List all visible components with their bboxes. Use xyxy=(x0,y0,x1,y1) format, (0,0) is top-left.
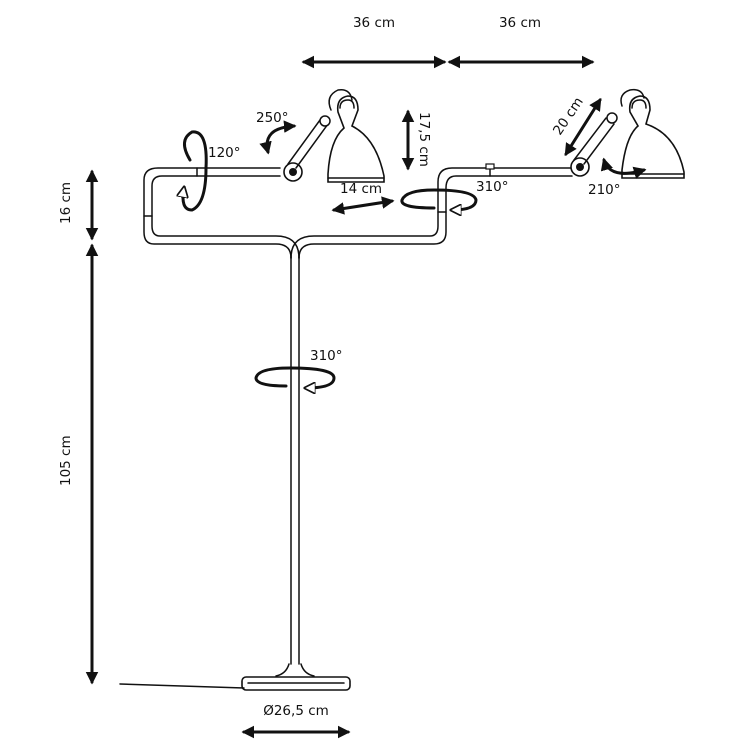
shade-tilt-right-label: 210° xyxy=(588,182,621,198)
dimension-arrows xyxy=(85,55,602,739)
shade-width-label: 14 cm xyxy=(340,181,382,197)
stem-swivel-label: 310° xyxy=(310,348,343,364)
rotation-arrow-icon xyxy=(259,120,297,155)
left-branch-inner xyxy=(151,175,300,259)
left-lamp-head xyxy=(283,88,385,183)
left-branch xyxy=(143,167,292,259)
reach-right-label: 36 cm xyxy=(499,15,541,31)
rotation-arrow-icon xyxy=(400,188,478,210)
right-lamp-head xyxy=(570,88,685,179)
reach-left-label: 36 cm xyxy=(353,15,395,31)
lamp-shade-icon xyxy=(621,95,685,179)
arm-swivel-right-label: 310° xyxy=(476,179,509,195)
dimension-labels: 36 cm 36 cm 120° 250° 17,5 cm 20 cm 14 c… xyxy=(58,15,621,719)
rotation-arrows xyxy=(183,120,647,388)
shade-height-label: 17,5 cm xyxy=(416,112,432,167)
arm-rotation-left-label: 120° xyxy=(208,145,241,161)
stem xyxy=(290,254,300,665)
right-branch-inner xyxy=(298,175,573,259)
right-branch xyxy=(290,167,573,259)
lamp-structure xyxy=(119,88,685,691)
base-diameter-label: Ø26,5 cm xyxy=(263,703,329,719)
rotation-arrow-icon xyxy=(600,157,647,179)
lower-height-label: 105 cm xyxy=(58,435,74,486)
shade-tilt-left-label: 250° xyxy=(256,110,289,126)
double-arrow-icon xyxy=(564,97,602,157)
lamp-base-icon xyxy=(119,663,351,691)
lamp-shade-icon xyxy=(327,95,385,183)
rotation-arrow-icon xyxy=(254,366,336,388)
upper-height-label: 16 cm xyxy=(58,182,74,224)
rotation-arrow-icon xyxy=(183,130,208,212)
power-cable xyxy=(119,683,245,689)
double-arrow-icon xyxy=(331,196,395,215)
